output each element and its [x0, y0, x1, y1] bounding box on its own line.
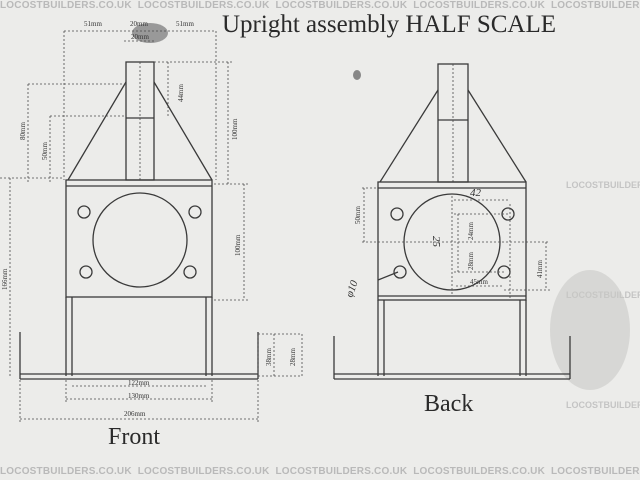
front-view-label: Front [108, 424, 161, 450]
dim-text: 50mm [354, 206, 362, 224]
front-view: 51mm 20mm 51mm 20mm 44mm 80mm 50mm 100mm… [0, 20, 303, 422]
drawing-title: Upright assembly HALF SCALE [222, 11, 557, 38]
dim-text: 42 [470, 187, 482, 199]
front-bolt-hole [79, 265, 93, 279]
dim-text: 20mm [131, 33, 149, 41]
back-bolt-hole [390, 207, 404, 221]
dim-text: 122mm [128, 379, 150, 387]
front-foot-detail-box [257, 333, 303, 377]
front-bearing-hole [92, 192, 188, 288]
paper-stain [550, 270, 630, 390]
dim-text: 51mm [176, 20, 194, 28]
back-bolt-hole [393, 265, 407, 279]
watermark-text: LOCOSTBUILDERS.CO.UK [137, 466, 270, 477]
watermark-text: LOCOSTBUILDERS.CO.UK [275, 0, 408, 11]
dim-text: 206mm [124, 410, 146, 418]
back-main-plate [377, 181, 527, 301]
dim-text: φ10 [344, 278, 361, 299]
dim-text: 130mm [128, 392, 150, 400]
dim-text: 50mm [41, 142, 49, 160]
dim-text: 100mm [234, 234, 242, 256]
watermark-text: LOCOSTBUILDERS.CO.UK [551, 0, 640, 11]
dim-text: 24mm [467, 222, 475, 240]
back-gusset-left [379, 89, 439, 183]
watermark-text: LOCOSTBUILDERS.CO.UK [413, 466, 546, 477]
dim-text: 166mm [1, 268, 9, 290]
watermark-text: LOCOSTBUILDERS.CO.UK [413, 0, 546, 11]
dim-text: 25 [430, 236, 442, 248]
back-leader [377, 271, 399, 281]
watermark-side: LOCOSTBUILDERS.CO.UK [566, 400, 640, 410]
dim-text: 45mm [470, 278, 488, 286]
dim-text: 100mm [231, 118, 239, 140]
watermark-text: LOCOSTBUILDERS.CO.UK [0, 0, 132, 11]
watermark-text: LOCOSTBUILDERS.CO.UK [0, 466, 132, 477]
watermark-text: LOCOSTBUILDERS.CO.UK [566, 400, 640, 410]
dim-text: 28mm [289, 348, 297, 366]
watermark-text: LOCOSTBUILDERS.CO.UK [137, 0, 270, 11]
watermark-text: LOCOSTBUILDERS.CO.UK [275, 466, 408, 477]
dim-text: 80mm [19, 122, 27, 140]
back-view: 50mm 42 45mm 24mm 28mm 41mm 25 φ10 [333, 63, 571, 380]
watermark-row-bottom: LOCOSTBUILDERS.CO.UK LOCOSTBUILDERS.CO.U… [0, 466, 640, 477]
dim-text: 44mm [177, 84, 185, 102]
dim-text: 28mm [467, 252, 475, 270]
watermark-row-top: LOCOSTBUILDERS.CO.UK LOCOSTBUILDERS.CO.U… [0, 0, 640, 11]
front-gusset-left [67, 81, 127, 181]
back-gusset-right [467, 89, 527, 183]
back-view-label: Back [424, 391, 474, 417]
watermark-text: LOCOSTBUILDERS.CO.UK [566, 180, 640, 190]
dim-text: 38mm [265, 348, 273, 366]
watermark-side: LOCOSTBUILDERS.CO.UK [566, 180, 640, 190]
front-bolt-hole [188, 205, 202, 219]
front-gusset-right [153, 81, 213, 181]
front-bolt-hole [183, 265, 197, 279]
dim-text: 41mm [536, 260, 544, 278]
dim-text: 20mm [130, 20, 148, 28]
front-main-plate [65, 179, 213, 298]
front-bolt-hole [77, 205, 91, 219]
watermark-text: LOCOSTBUILDERS.CO.UK [551, 466, 640, 477]
ink-smudge [132, 23, 168, 43]
dim-text: 51mm [84, 20, 102, 28]
ink-smudge [353, 70, 361, 80]
